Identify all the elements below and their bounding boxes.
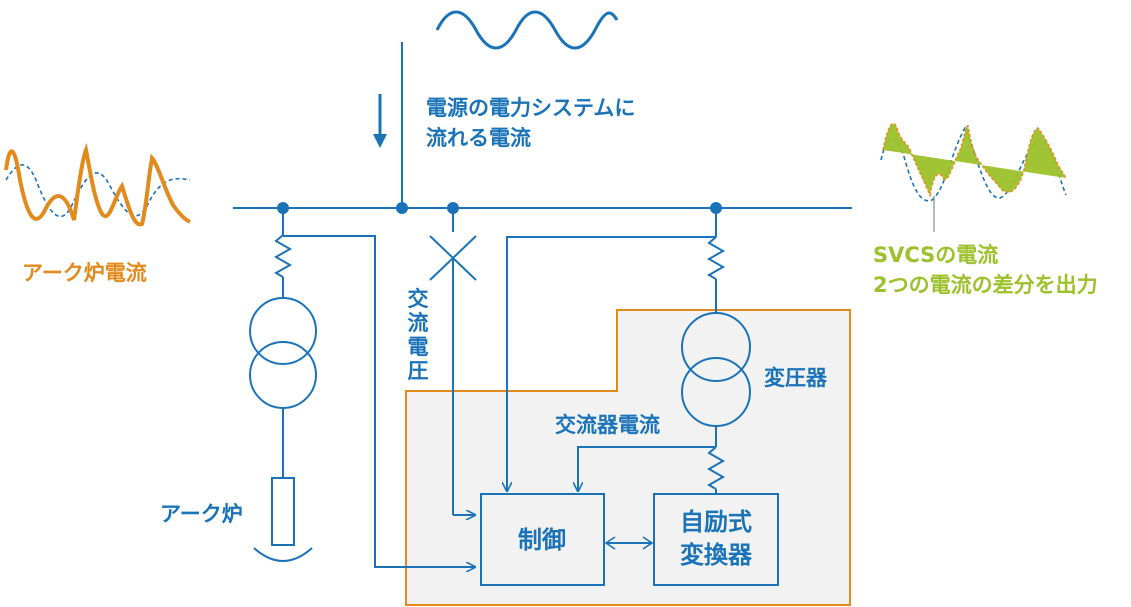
svg-text:交: 交 <box>408 287 429 311</box>
converter-label-line1: 自励式 <box>680 508 752 536</box>
grid-current-label-line1: 電源の電力システムに <box>426 96 635 120</box>
arc-furnace-branch <box>249 208 317 562</box>
control-block <box>480 493 605 586</box>
svcs-waveform <box>880 122 1067 202</box>
control-converter-link <box>604 536 654 550</box>
control-label: 制御 <box>518 526 566 554</box>
svg-text:電: 電 <box>408 335 429 359</box>
svcs-current-label-line2: 2つの電流の差分を出力 <box>873 273 1098 297</box>
svg-text:流: 流 <box>408 311 429 335</box>
arc-furnace-current-label: アーク炉電流 <box>22 261 147 285</box>
converter-current-signal-line <box>578 446 716 491</box>
arc-furnace-waveform <box>4 143 191 227</box>
svg-text:圧: 圧 <box>408 359 429 383</box>
converter-block <box>653 493 779 586</box>
transformer-symbol-top <box>681 312 751 382</box>
transformer-current-signal-line <box>507 236 716 491</box>
converter-label-line2: 変換器 <box>680 541 753 569</box>
ac-voltage-label: 交 流 電 圧 <box>408 287 429 383</box>
ac-voltage-pt <box>429 208 477 515</box>
arc-current-signal-line <box>283 235 475 567</box>
transformer-branch <box>681 208 751 494</box>
transformer-label: 変圧器 <box>764 366 828 390</box>
svcs-region <box>405 309 851 606</box>
ac-device-current-label: 交流器電流 <box>555 413 660 437</box>
supply-sine-wave <box>435 10 619 50</box>
arc-furnace-label: アーク炉 <box>160 502 243 526</box>
current-direction-arrow <box>373 94 387 148</box>
grid-current-label-line2: 流れる電流 <box>426 126 531 150</box>
svcs-current-label-line1: SVCSの電流 <box>873 243 998 267</box>
